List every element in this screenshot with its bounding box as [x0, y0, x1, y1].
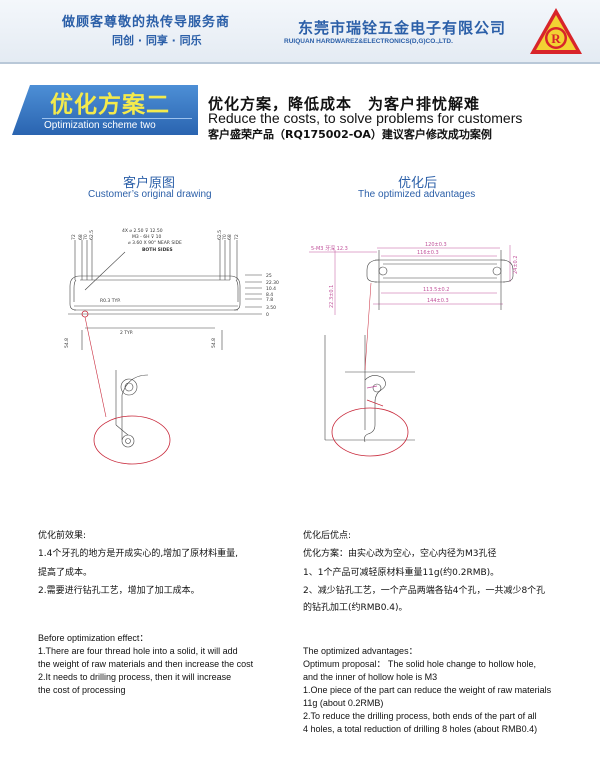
after-cn-line-1: 优化方案：由实心改为空心，空心内径为M3孔径 — [303, 549, 497, 559]
before-en-heading: Before optimization effect： — [38, 633, 149, 643]
dim-top-right-4: 72 — [234, 234, 240, 240]
optimized-drawing: 5-M3 牙深 12.3 120±0.3 116±0.3 113.5±0.2 1… — [309, 242, 519, 457]
dim-right-7: 0 — [266, 312, 269, 318]
after-en-line-3: 1.One piece of the part can reduce the w… — [303, 685, 552, 695]
page-title-en: Optimization scheme two — [44, 120, 156, 131]
title-banner — [12, 85, 198, 135]
after-cn-line-2: 1、1个产品可减轻原材料重量11g(约0.2RMB)。 — [303, 568, 500, 578]
dim-right-2: 22.30 — [266, 280, 279, 286]
after-en-line-1: Optimum proposal： The solid hole change … — [303, 659, 536, 669]
hole-label: 5-M3 牙深 12.3 — [311, 245, 348, 252]
dim-top-left-4: 62.5 — [89, 230, 95, 240]
dim-right-5: 7.8 — [266, 297, 273, 303]
before-cn-line-2: 提高了成本。 — [38, 568, 93, 578]
hole-spec-1: 4X ⌀ 2.50 ⊽ 12.50 — [122, 228, 163, 234]
before-en-line-3: 2.It needs to drilling process, then it … — [38, 672, 232, 682]
company-name-en: RUIQUAN HARDWAREZ&ELECTRONICS(D,G)CO.,LT… — [284, 38, 453, 45]
dim-typ: 2 TYP. — [120, 330, 133, 336]
product-case-line: 客户盛荣产品（RQ175002-OA）建议客户修改成功案例 — [208, 128, 492, 141]
after-cn-line-3: 2、减少钻孔工艺，一个产品两端各钻4个孔，一共减少8个孔 — [303, 586, 546, 596]
hole-spec-2: M3 - 6H ⊽ 10 — [132, 234, 161, 240]
left-section-subtitle: Customer’s original drawing — [88, 189, 212, 200]
dim-top: 120±0.3 — [425, 242, 447, 248]
after-cn-line-4: 的钻孔加工(约RMB0.4)。 — [303, 603, 408, 613]
dim-right-1: 25 — [266, 273, 272, 279]
dim-right-6: 3.50 — [266, 305, 276, 311]
after-en-line-4: 11g (about 0.2RMB) — [303, 698, 384, 708]
dim-right-4: 8.4 — [266, 292, 273, 298]
before-en-line-1: 1.There are four thread hole into a soli… — [38, 646, 238, 656]
right-section-subtitle: The optimized advantages — [358, 189, 476, 200]
dim-top-left-2: 68 — [78, 234, 84, 240]
company-name-cn: 东莞市瑞铨五金电子有限公司 — [298, 19, 507, 37]
before-en-line-2: the weight of raw materials and then inc… — [38, 659, 254, 669]
dim-total: 144±0.3 — [427, 298, 449, 304]
dim-top-left-3: 70 — [83, 234, 89, 240]
after-en-heading: The optimized advantages： — [303, 646, 418, 656]
after-cn-heading: 优化后优点: — [303, 531, 352, 541]
dim-left: 22.3±0.1 — [329, 285, 335, 308]
headline-cn: 优化方案，降低成本 为客户排忧解难 — [208, 95, 481, 113]
dim-radius: R0.3 TYP. — [100, 298, 121, 304]
customer-original-drawing: 4X ⌀ 2.50 ⊽ 12.50 M3 - 6H ⊽ 10 ⌀ 3.60 X … — [64, 228, 279, 465]
before-cn-heading: 优化前效果: — [38, 531, 87, 541]
before-cn-line-3: 2.需要进行钻孔工艺，增加了加工成本。 — [38, 586, 200, 596]
right-section-title: 优化后 — [398, 176, 438, 191]
hole-spec-4: BOTH SIDES — [142, 247, 173, 253]
company-logo-icon: R — [530, 8, 582, 54]
after-en-line-2: and the inner of hollow hole is M3 — [303, 672, 438, 682]
page-header — [0, 0, 600, 62]
dim-lower: 113.5±0.2 — [423, 287, 449, 293]
before-cn-line-1: 1.4个牙孔的地方是开成实心的,增加了原材料重量, — [38, 549, 239, 559]
after-en-line-5: 2.To reduce the drilling process, both e… — [303, 711, 537, 721]
header-slogan-sub: 同创 · 同享 · 同乐 — [112, 34, 202, 47]
dim-top-left-1: 72 — [71, 234, 77, 240]
headline-en: Reduce the costs, to solve problems for … — [208, 110, 523, 126]
left-section-title: 客户原图 — [123, 176, 176, 191]
dim-top-right-2: 70 — [222, 234, 228, 240]
header-slogan: 做顾客尊敬的热传导服务商 — [62, 15, 231, 30]
dim-height: 24±0.2 — [513, 255, 519, 274]
after-en-line-6: 4 holes, a total reduction of drilling 8… — [303, 724, 538, 734]
dim-inner: 116±0.3 — [417, 250, 439, 256]
before-en-line-4: the cost of processing — [38, 685, 126, 695]
logo-letter: R — [551, 31, 561, 46]
dim-side-right: 54.8 — [211, 338, 217, 348]
page-title: 优化方案二 — [50, 92, 170, 118]
dim-top-right-3: 68 — [227, 234, 233, 240]
hole-spec-3: ⌀ 3.60 X 90° NEAR SIDE — [128, 240, 182, 246]
dim-right-3: 10.4 — [266, 286, 276, 292]
dim-top-right-1: 62.5 — [217, 230, 223, 240]
dim-side-left: 54.8 — [64, 338, 70, 348]
header-divider — [0, 62, 600, 64]
